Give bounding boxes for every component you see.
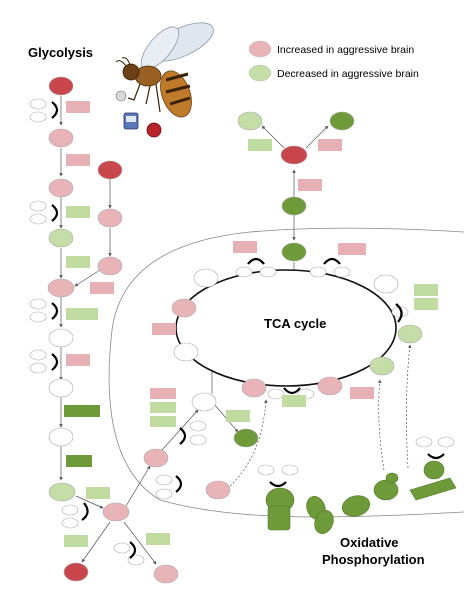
legend: Increased in aggressive brain Decreased … — [248, 40, 419, 82]
metabolite-node — [281, 196, 307, 216]
metabolite-node — [373, 274, 399, 294]
metabolite-node — [48, 328, 74, 348]
metabolite-node — [48, 378, 74, 398]
metabolite-node — [97, 256, 123, 276]
metabolite-node — [281, 242, 307, 262]
legend-increased-label: Increased in aggressive brain — [277, 44, 414, 56]
respiratory-complex-icon — [265, 460, 457, 534]
metabolite-node — [329, 111, 355, 131]
metabolite-node — [143, 448, 169, 468]
metabolite-node — [191, 392, 217, 412]
glycolysis-title: Glycolysis — [28, 45, 93, 60]
metabolite-node — [63, 562, 89, 582]
metabolite-node — [48, 128, 74, 148]
tca-cycle-title: TCA cycle — [264, 316, 326, 331]
metabolite-node — [171, 298, 197, 318]
metabolite-node — [48, 228, 74, 248]
metabolite-node — [102, 502, 130, 522]
legend-decreased-swatch — [248, 64, 272, 82]
metabolite-node — [193, 268, 219, 288]
legend-increased-swatch — [248, 40, 272, 58]
metabolite-node — [317, 376, 343, 396]
oxphos-title-line1: Oxidative — [340, 535, 399, 550]
metabolite-node — [173, 342, 199, 362]
metabolite-node — [97, 160, 123, 180]
metabolite-node — [241, 378, 267, 398]
metabolite-node — [233, 428, 259, 448]
metabolite-node — [48, 76, 74, 96]
metabolite-node — [397, 324, 423, 344]
mitochondrion-membrane — [108, 227, 464, 518]
metabolite-node — [205, 480, 231, 500]
metabolite-node — [237, 111, 263, 131]
enzyme-boxes — [64, 101, 438, 547]
oxphos-title-line2: Phosphorylation — [322, 552, 425, 567]
metabolite-node — [369, 356, 395, 376]
legend-decreased-label: Decreased in aggressive brain — [277, 68, 419, 80]
metabolite-node — [97, 208, 123, 228]
metabolite-node — [153, 564, 179, 584]
metabolite-node — [48, 482, 76, 502]
bee-illustration — [115, 22, 214, 138]
metabolite-node — [47, 278, 75, 298]
cofactor-arc-icon — [51, 101, 445, 559]
metabolite-node — [48, 427, 74, 447]
metabolite-nodes — [47, 76, 423, 584]
cofactor-nodes — [29, 98, 455, 566]
pathway-arrows — [59, 96, 412, 565]
metabolite-node — [48, 178, 74, 198]
metabolite-node — [280, 145, 308, 165]
